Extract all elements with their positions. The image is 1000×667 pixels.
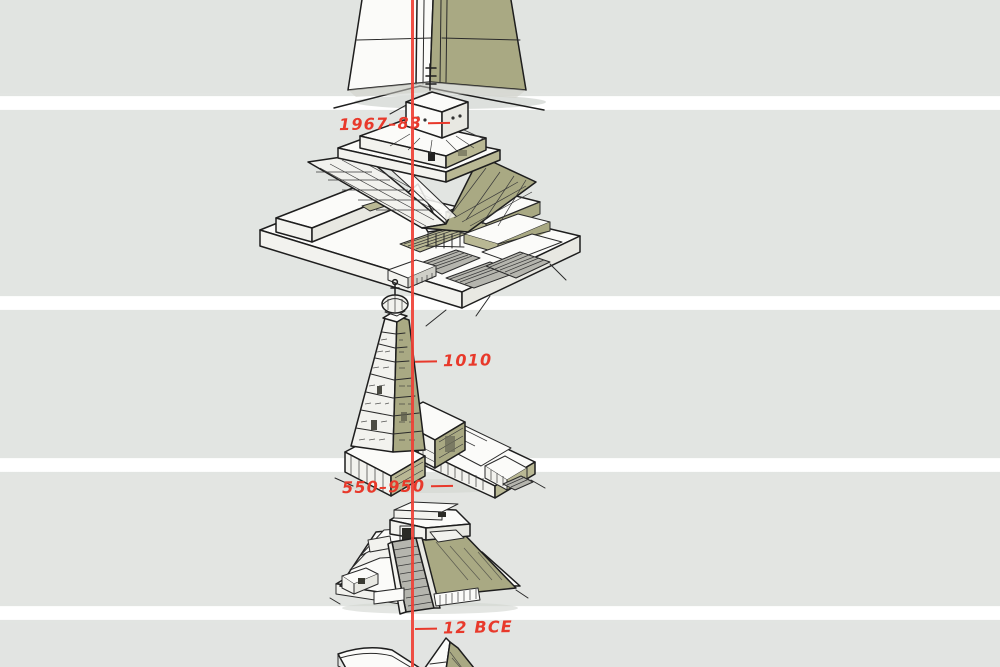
annotation-1967-83: 1967–83 [339, 113, 451, 134]
era-band-5 [0, 620, 1000, 667]
annotation-tick [428, 121, 451, 124]
annotation-12-bce: 12 BCE [414, 616, 514, 638]
annotation-label: 1010 [442, 350, 493, 371]
annotation-550-950: 550–950 [342, 476, 454, 497]
annotation-tick [431, 484, 454, 487]
illustration-ancient-earthwork [330, 628, 520, 667]
timeline-axis [411, 0, 414, 667]
era-band-3 [0, 310, 1000, 458]
annotation-tick [414, 359, 438, 363]
annotation-1010: 1010 [414, 350, 493, 371]
annotation-label: 12 BCE [442, 616, 514, 638]
illustration-inverted-stepped-pyramid [250, 63, 610, 330]
annotation-label: 550–950 [341, 476, 426, 498]
annotation-tick [414, 627, 438, 630]
annotation-label: 1967–83 [338, 113, 423, 135]
band-divider-2 [0, 293, 1000, 310]
illustration-hindu-temple [334, 278, 555, 500]
illustration-mesoamerican-pyramid [329, 498, 530, 618]
